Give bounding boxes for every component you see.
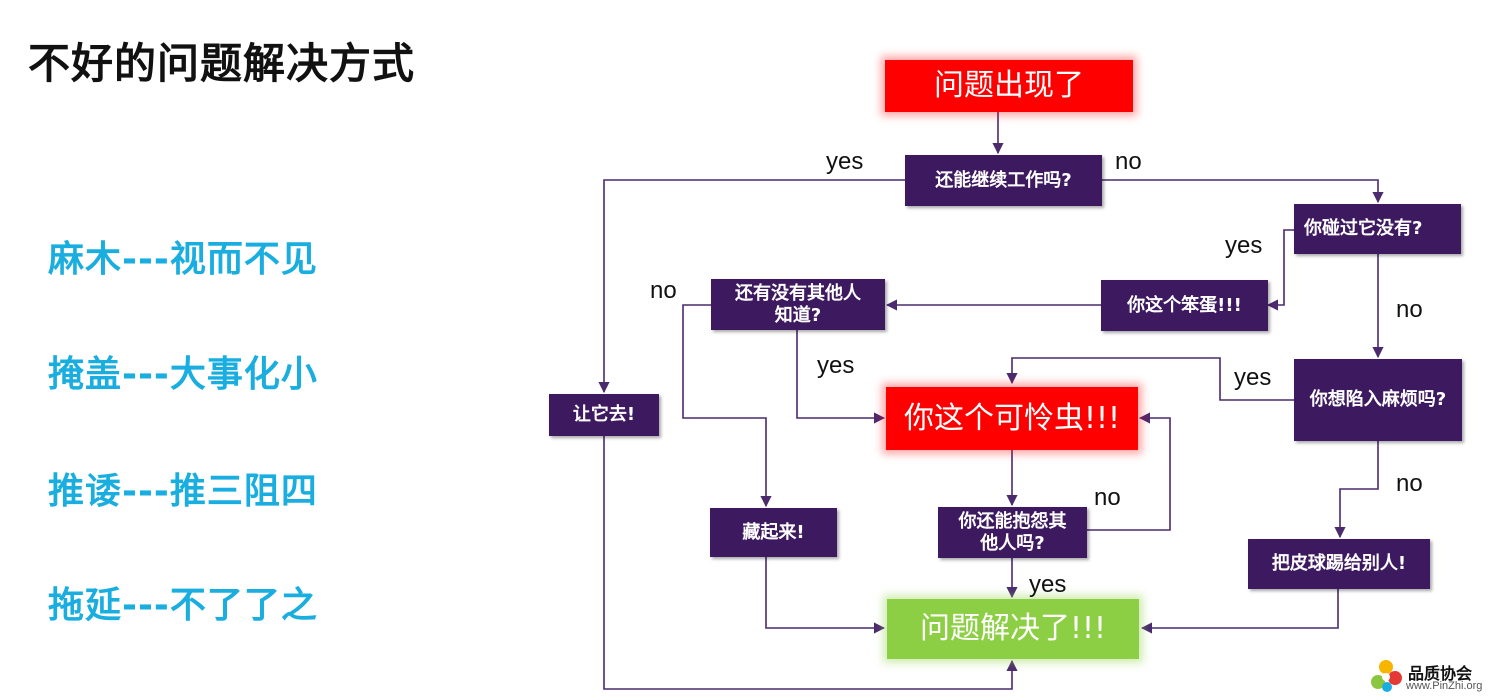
label-touched-no: no bbox=[1396, 296, 1423, 323]
node-solved: 问题解决了!!! bbox=[887, 599, 1139, 659]
node-problem-appeared: 问题出现了 bbox=[885, 60, 1133, 112]
label-canwork-yes: yes bbox=[826, 148, 864, 175]
label-others-yes: yes bbox=[817, 352, 855, 379]
edge-others-yes-poorbug bbox=[796, 330, 886, 424]
label-blame-yes: yes bbox=[1029, 571, 1067, 598]
edge-kick-to-solved bbox=[1140, 589, 1339, 634]
node-hide-it: 藏起来! bbox=[710, 508, 837, 557]
label-trouble-no: no bbox=[1396, 470, 1423, 497]
node-kick-ball: 把皮球踢给别人! bbox=[1248, 539, 1430, 589]
edge-others-no-hide bbox=[682, 304, 772, 508]
node-want-trouble: 你想陷入麻烦吗? bbox=[1294, 359, 1462, 441]
item-delay: 拖延---不了了之 bbox=[48, 585, 318, 626]
edge-touched-yes-idiot bbox=[1266, 229, 1294, 311]
logo-url: www.PinZhi.org bbox=[1406, 680, 1483, 692]
edge-hide-to-solved bbox=[765, 557, 886, 634]
label-others-no: no bbox=[650, 277, 677, 304]
label-blame-no: no bbox=[1094, 484, 1121, 511]
node-poor-bug: 你这个可怜虫!!! bbox=[886, 387, 1138, 450]
site-logo: 品质协会 www.PinZhi.org bbox=[1368, 658, 1490, 696]
node-touched-it: 你碰过它没有? bbox=[1294, 204, 1461, 254]
node-let-it-go: 让它去! bbox=[549, 394, 659, 436]
edge-trouble-no-kick bbox=[1334, 441, 1379, 539]
label-trouble-yes: yes bbox=[1234, 364, 1272, 391]
edge-blame-no-poorbug bbox=[1086, 412, 1171, 531]
edge-trouble-yes-poorbug bbox=[1006, 357, 1294, 401]
flower-logo-icon bbox=[1371, 660, 1402, 692]
edge-canwork-no-touched bbox=[1101, 179, 1384, 204]
edge-canwork-yes-letgo bbox=[598, 179, 905, 394]
label-touched-yes: yes bbox=[1225, 232, 1263, 259]
item-cover-up: 掩盖---大事化小 bbox=[48, 354, 318, 395]
edge-letgo-to-solved bbox=[603, 436, 1018, 690]
item-shirk: 推诿---推三阻四 bbox=[48, 471, 318, 512]
node-blame-others: 你还能抱怨其他人吗? bbox=[938, 507, 1087, 558]
node-can-work: 还能继续工作吗? bbox=[905, 155, 1102, 206]
node-idiot: 你这个笨蛋!!! bbox=[1101, 280, 1268, 331]
logo-name: 品质协会 bbox=[1408, 664, 1473, 683]
node-others-know: 还有没有其他人知道? bbox=[711, 279, 885, 330]
label-canwork-no: no bbox=[1115, 148, 1142, 175]
page-title: 不好的问题解决方式 bbox=[28, 39, 416, 88]
item-numbness: 麻木---视而不见 bbox=[48, 239, 318, 280]
